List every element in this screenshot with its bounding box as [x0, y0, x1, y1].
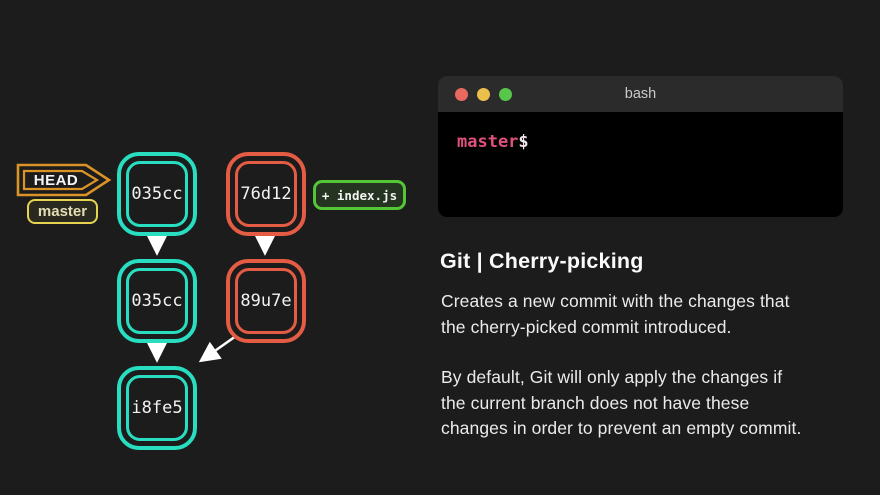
edge-89u7e-to-i8fe5 [198, 334, 237, 363]
terminal-title: bash [624, 86, 657, 102]
commit-node-76d12: 76d12 [226, 152, 306, 236]
commit-hash: i8fe5 [131, 398, 183, 418]
file-change-label: + index.js [321, 187, 398, 203]
paragraph-line: changes in order to prevent an empty com… [441, 418, 802, 438]
minimize-window-icon[interactable] [477, 87, 490, 101]
prompt-branch: master [457, 132, 519, 152]
paragraph-line: By default, Git will only apply the chan… [441, 367, 783, 387]
terminal-titlebar: bash [438, 76, 843, 112]
head-badge: HEAD [16, 163, 112, 197]
commit-node-inner-ring: 035cc [126, 268, 188, 334]
file-change-badge: + index.js [313, 180, 406, 210]
commit-node-i8fe5: i8fe5 [117, 366, 197, 450]
prompt-symbol: $ [518, 132, 529, 152]
paragraph-default-behavior: By default, Git will only apply the chan… [441, 365, 801, 442]
commit-hash: 035cc [131, 291, 183, 311]
terminal-window: bash master$ [438, 76, 843, 217]
head-label: HEAD [33, 171, 79, 189]
paragraph-line: Creates a new commit with the changes th… [441, 291, 790, 311]
close-window-icon[interactable] [455, 87, 468, 101]
commit-node-inner-ring: 035cc [126, 161, 188, 227]
zoom-window-icon[interactable] [499, 87, 512, 101]
commit-node-035cc-parent: 035cc [117, 259, 197, 343]
terminal-body[interactable]: master$ [438, 112, 843, 152]
commit-hash: 035cc [131, 184, 183, 204]
paragraph-line: the cherry-picked commit introduced. [441, 316, 732, 337]
commit-node-inner-ring: i8fe5 [126, 375, 188, 441]
paragraph-description: Creates a new commit with the changes th… [441, 289, 790, 340]
branch-badge-master: master [27, 199, 98, 224]
branch-label: master [37, 203, 88, 220]
commit-node-inner-ring: 76d12 [235, 161, 297, 227]
commit-hash: 76d12 [240, 184, 292, 204]
commit-hash: 89u7e [240, 291, 292, 311]
commit-node-inner-ring: 89u7e [235, 268, 297, 334]
commit-node-89u7e: 89u7e [226, 259, 306, 343]
page-title: Git | Cherry-picking [440, 249, 644, 273]
commit-node-035cc-head: 035cc [117, 152, 197, 236]
head-arrow-shape-icon [16, 163, 112, 197]
paragraph-line: the current branch does not have these [441, 392, 750, 413]
